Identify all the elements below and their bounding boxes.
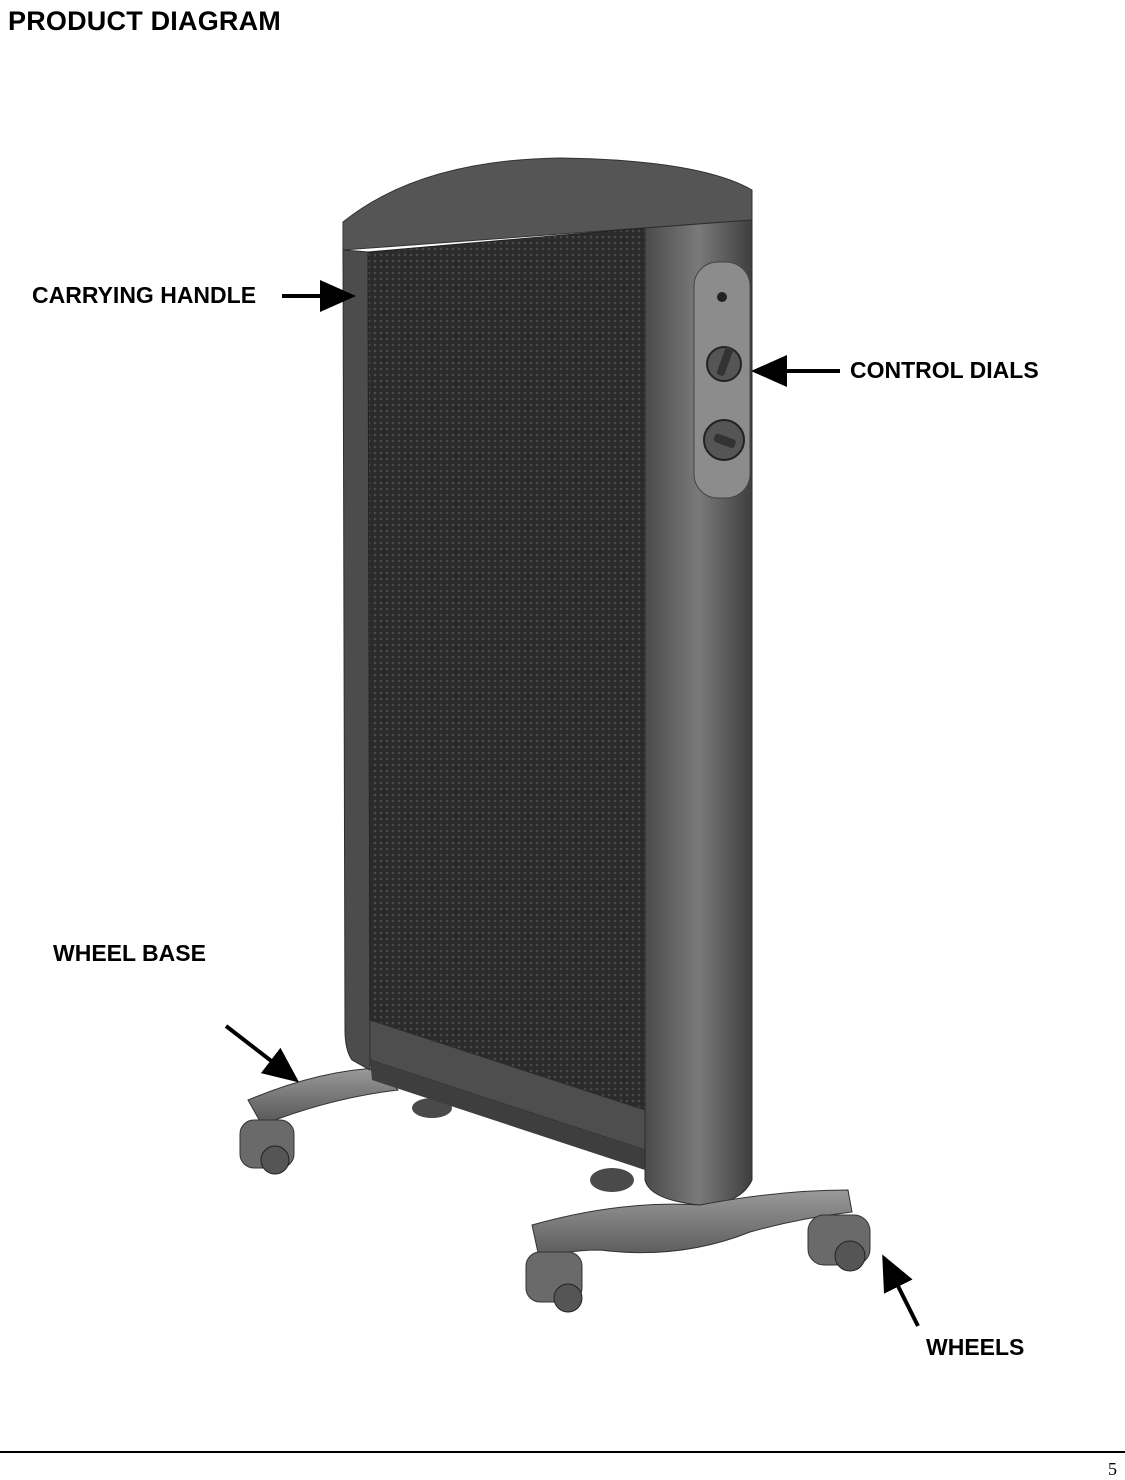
wheels-label: WHEELS: [926, 1334, 1025, 1360]
control-dials-label: CONTROL DIALS: [850, 357, 1039, 383]
wheels-arrow: [882, 1254, 920, 1327]
carrying-handle-label: CARRYING HANDLE: [32, 282, 257, 308]
left-frame: [342, 249, 371, 1071]
footer-divider: [0, 1451, 1125, 1453]
page-number: 5: [1108, 1459, 1117, 1479]
callout-arrows: [224, 280, 920, 1327]
carrying-handle: [342, 157, 753, 251]
mesh-panel: [367, 227, 646, 1170]
control-panel: [693, 261, 751, 499]
front-wheel-base: [525, 1189, 871, 1313]
rear-wheel-base: [239, 1067, 634, 1192]
wheel-base-arrow: [224, 1024, 300, 1083]
wheel-base-label: WHEEL BASE: [53, 940, 206, 966]
page-title: PRODUCT DIAGRAM: [8, 6, 281, 36]
